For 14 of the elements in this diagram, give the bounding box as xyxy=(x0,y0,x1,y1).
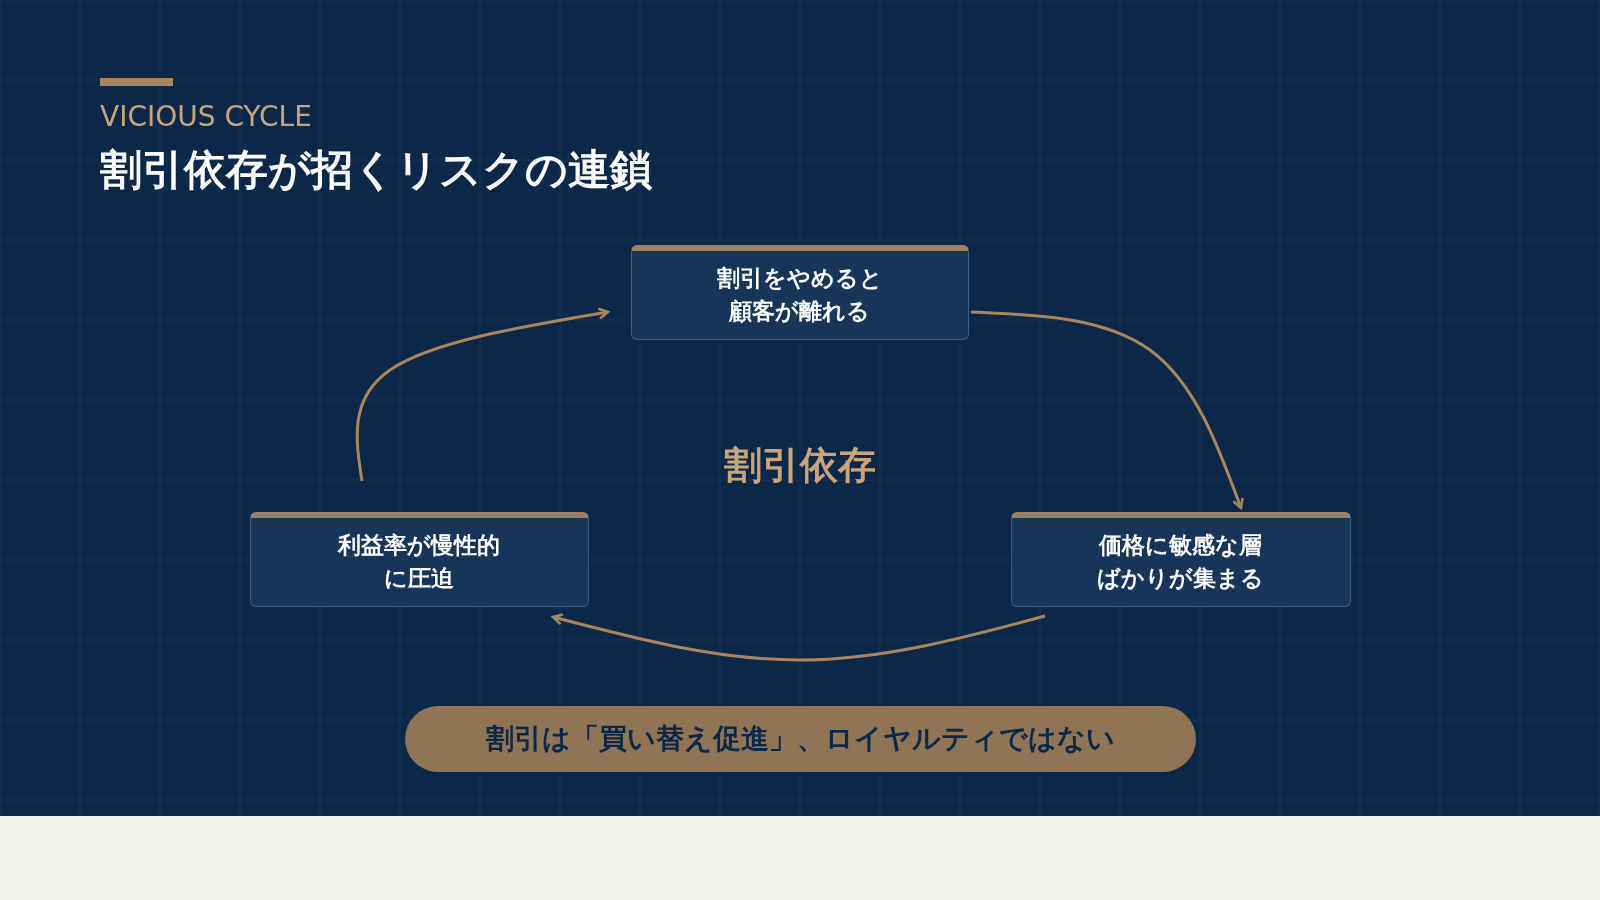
message-banner xyxy=(405,706,1196,772)
title: 割引依存が招くリスクの連鎖 xyxy=(100,144,652,196)
process-box xyxy=(250,512,589,607)
cycle-arrow xyxy=(970,310,1244,510)
banner-text: 割引は「買い替え促進」、ロイヤルティではない xyxy=(486,721,1115,757)
box-text: 利益率が慢性的に圧迫 xyxy=(336,530,502,593)
center-label: 割引依存 xyxy=(724,442,876,489)
process-box xyxy=(1011,512,1351,607)
box-text: 割引をやめると顧客が離れる xyxy=(716,263,884,326)
box-text: 価格に敏感な層ばかりが集まる xyxy=(1096,530,1266,593)
cycle-arrow xyxy=(551,613,1046,662)
process-box xyxy=(631,245,969,340)
cycle-arrow xyxy=(355,307,610,482)
kicker-text: VICIOUS CYCLE xyxy=(100,100,312,133)
